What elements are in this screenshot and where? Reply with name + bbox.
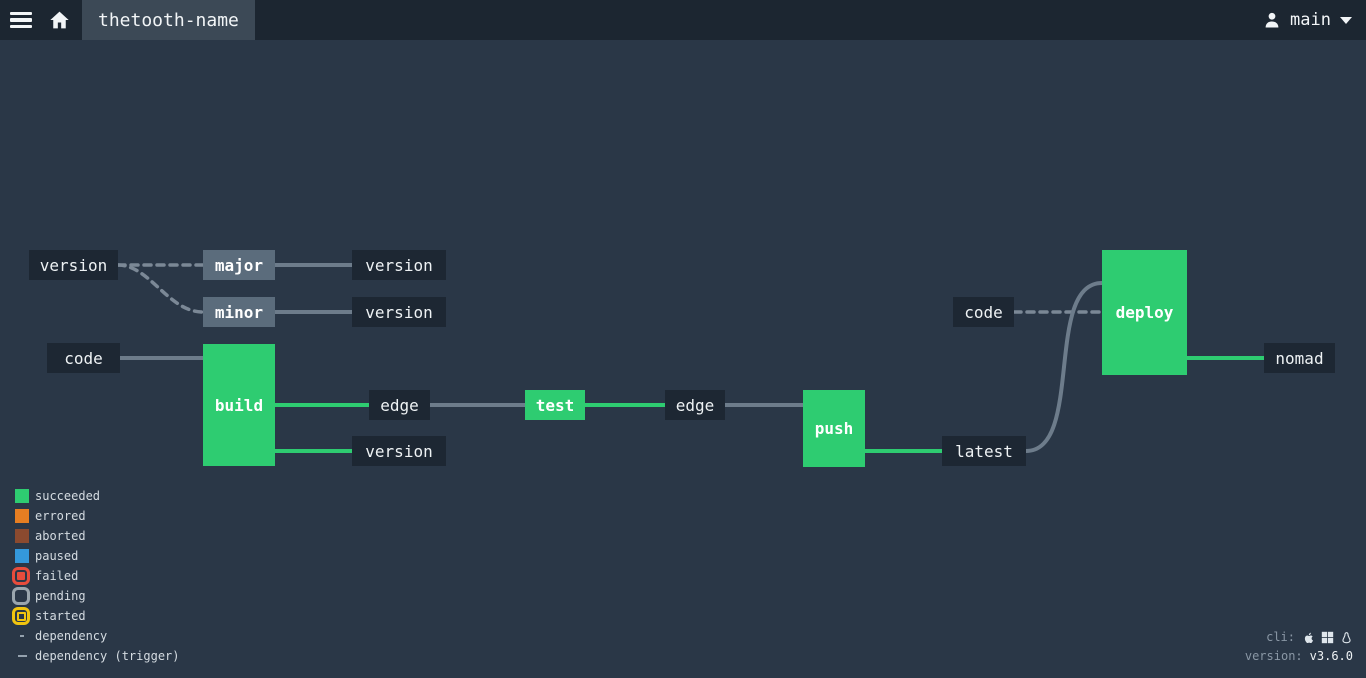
cli-row: cli:: [1245, 628, 1353, 647]
edge-latest-to-deploy: [1025, 281, 1103, 453]
legend-label: pending: [35, 589, 86, 603]
resource-nomad[interactable]: nomad: [1264, 343, 1335, 373]
legend-label: failed: [35, 569, 79, 583]
legend-label: dependency: [35, 629, 108, 643]
legend-item-started: started: [11, 606, 180, 626]
job-deploy[interactable]: deploy: [1102, 250, 1187, 375]
legend-label: started: [35, 609, 86, 623]
paused-swatch-icon: [15, 549, 29, 563]
footer-info: cli:: [1245, 628, 1353, 666]
legend-label: dependency (trigger): [35, 649, 180, 663]
chevron-down-icon: [1340, 16, 1352, 24]
legend-label: aborted: [35, 529, 86, 543]
job-test[interactable]: test: [525, 390, 585, 420]
legend-item-failed: failed: [11, 566, 180, 586]
home-button[interactable]: [42, 0, 76, 40]
legend-item-succeeded: succeeded: [11, 486, 180, 506]
succeeded-swatch-icon: [15, 489, 29, 503]
home-icon: [49, 11, 69, 29]
version-label: version:: [1244, 649, 1303, 663]
linux-icon: [1342, 631, 1351, 643]
cli-windows-download[interactable]: [1321, 631, 1334, 644]
legend-label: succeeded: [35, 489, 101, 503]
dependency-line-icon: [20, 635, 24, 637]
cli-label: cli:: [1266, 630, 1295, 644]
resource-version-minor[interactable]: version: [352, 297, 446, 327]
job-build[interactable]: build: [203, 344, 275, 466]
errored-swatch-icon: [15, 509, 29, 523]
hamburger-icon: [10, 11, 32, 16]
resource-version-major[interactable]: version: [352, 250, 446, 280]
legend-label: errored: [35, 509, 86, 523]
legend-item-pending: pending: [11, 586, 180, 606]
job-minor[interactable]: minor: [203, 297, 275, 327]
resource-code[interactable]: code: [47, 343, 120, 373]
resource-edge-2[interactable]: edge: [665, 390, 725, 420]
dependency-trigger-line-icon: [18, 655, 27, 657]
legend: succeeded errored aborted paused failed …: [11, 486, 180, 666]
pipeline-title[interactable]: thetooth-name: [82, 0, 255, 40]
resource-latest[interactable]: latest: [942, 436, 1026, 466]
version-row: version: v3.6.0: [1245, 647, 1353, 666]
edge-version-to-minor: [116, 263, 205, 314]
legend-item-errored: errored: [11, 506, 180, 526]
aborted-swatch-icon: [15, 529, 29, 543]
legend-label: paused: [35, 549, 79, 563]
resource-edge-1[interactable]: edge: [369, 390, 430, 420]
cli-linux-download[interactable]: [1340, 631, 1353, 645]
user-menu[interactable]: main: [1263, 10, 1366, 30]
user-name: main: [1290, 10, 1331, 30]
pending-swatch-icon: [12, 587, 30, 605]
legend-item-paused: paused: [11, 546, 180, 566]
started-swatch-icon: [12, 607, 30, 625]
resource-version-input[interactable]: version: [29, 250, 118, 280]
job-major[interactable]: major: [203, 250, 275, 280]
version-value[interactable]: v3.6.0: [1309, 649, 1353, 663]
top-bar: thetooth-name main: [0, 0, 1366, 40]
legend-item-aborted: aborted: [11, 526, 180, 546]
apple-icon: [1304, 632, 1313, 643]
hamburger-menu-button[interactable]: [0, 0, 42, 40]
resource-code-deploy[interactable]: code: [953, 297, 1014, 327]
failed-swatch-icon: [12, 567, 30, 585]
job-push[interactable]: push: [803, 390, 865, 467]
legend-item-dependency: dependency: [11, 626, 180, 646]
resource-version-build[interactable]: version: [352, 436, 446, 466]
windows-icon: [1321, 631, 1334, 644]
cli-apple-download[interactable]: [1302, 631, 1315, 645]
legend-item-dependency-trigger: dependency (trigger): [11, 646, 180, 666]
user-icon: [1265, 12, 1279, 28]
